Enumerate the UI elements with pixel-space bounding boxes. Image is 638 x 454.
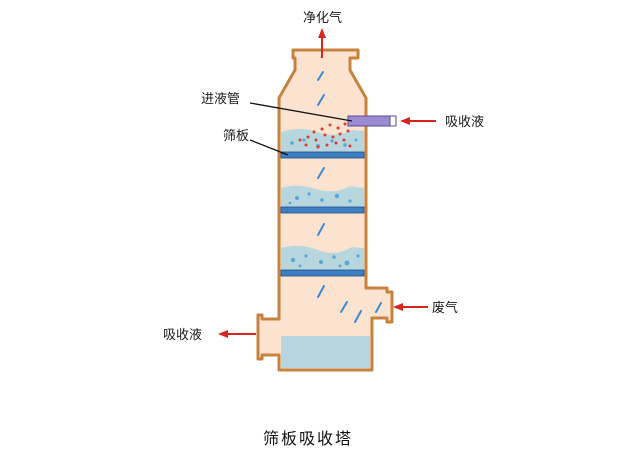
leader-inlet-pipe — [249, 102, 353, 122]
diagram-caption: 筛板吸收塔 — [263, 429, 353, 448]
sieve-plate-1 — [280, 151, 365, 159]
liquid-layer-1 — [281, 129, 364, 153]
label-liquid-in: 吸收液 — [445, 115, 484, 130]
leader-sieve-plate — [249, 139, 289, 156]
label-inlet-pipe: 进液管 — [201, 92, 240, 107]
spray-droplets — [298, 122, 352, 149]
bottom-liquid-pool — [281, 336, 370, 368]
label-liquid-out: 吸收液 — [163, 328, 202, 343]
label-waste-gas: 废气 — [432, 300, 458, 316]
sieve-plate-2 — [280, 206, 365, 214]
label-sieve-plate: 筛板 — [223, 129, 249, 144]
liquid-layer-3 — [281, 245, 364, 270]
label-purified-gas: 净化气 — [303, 10, 342, 26]
sieve-plate-3 — [280, 269, 365, 277]
liquid-layer-2 — [281, 185, 364, 208]
sieve-plates — [280, 151, 365, 277]
gas-flow-lines — [317, 71, 382, 323]
liquid-inlet-pipe — [347, 115, 397, 127]
